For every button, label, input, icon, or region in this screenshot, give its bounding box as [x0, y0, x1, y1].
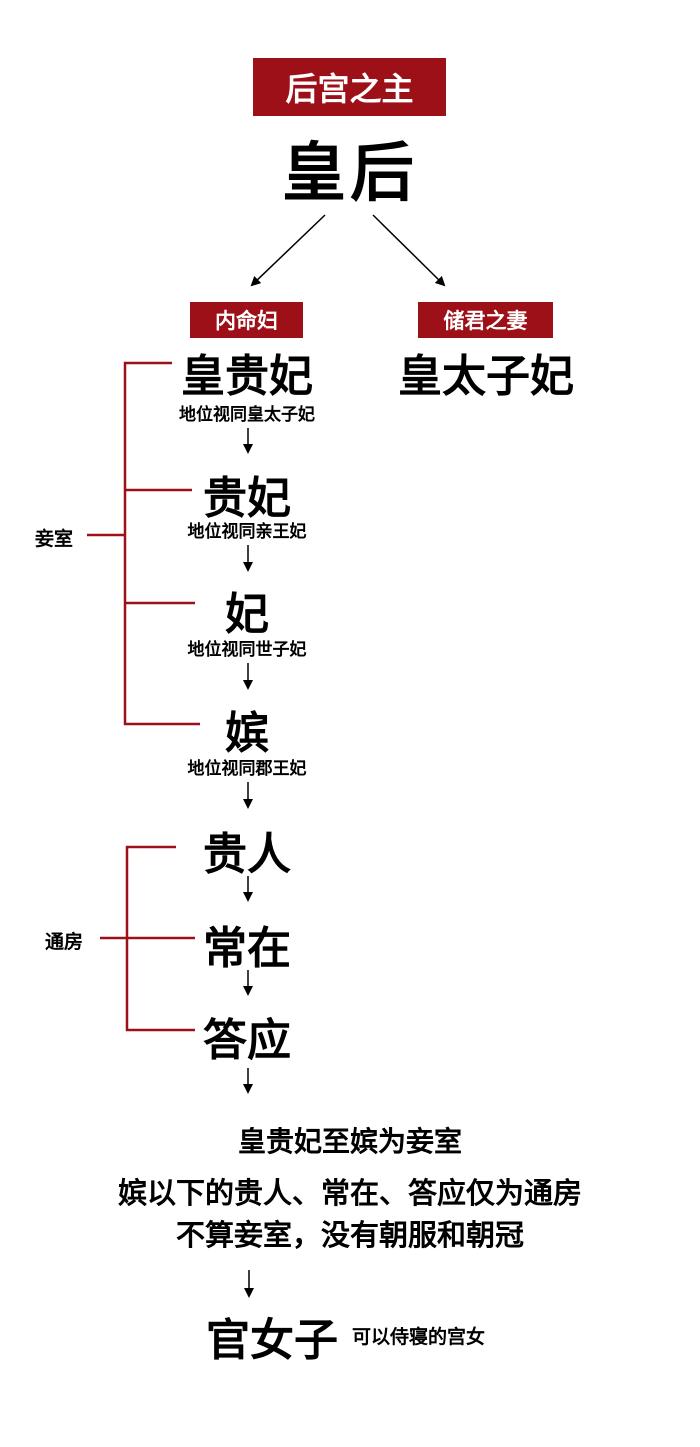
crown-princess-title: 皇太子妃 [398, 351, 574, 402]
rank-title: 贵妃 [203, 473, 291, 524]
harem-master-banner: 后宫之主 [253, 58, 446, 116]
empress-title: 皇后 [282, 137, 418, 211]
concubine-bracket [87, 361, 200, 726]
rank-title: 贵人 [203, 829, 291, 880]
rank-title: 嫔 [225, 708, 269, 759]
palace-maid-title: 官女子 [206, 1315, 338, 1366]
arrow-to-inner-consorts [250, 214, 326, 287]
rank-title: 答应 [203, 1015, 291, 1066]
tongfang-group-label: 通房 [45, 931, 84, 953]
summary-line: 不算妾室，没有朝服和朝冠 [175, 1218, 525, 1252]
tongfang-bracket [100, 845, 195, 1032]
rank-note: 地位视同世子妃 [187, 640, 307, 660]
rank-title: 妃 [225, 589, 269, 640]
down-arrows [243, 428, 254, 1298]
rank-note: 地位视同皇太子妃 [179, 405, 315, 425]
rank-note: 地位视同亲王妃 [187, 522, 307, 542]
crown-spouse-banner: 储君之妻 [418, 302, 553, 338]
rank-title: 常在 [203, 923, 291, 974]
summary-line: 嫔以下的贵人、常在、答应仅为通房 [117, 1176, 583, 1210]
arrow-to-crown-princess [372, 214, 446, 287]
rank-note: 地位视同郡王妃 [187, 759, 307, 779]
summary-line: 皇贵妃至嫔为妾室 [237, 1125, 463, 1158]
inner-consorts-banner: 内命妇 [190, 302, 303, 338]
rank-title: 皇贵妃 [181, 351, 313, 402]
concubine-group-label: 妾室 [35, 528, 74, 550]
palace-maid-note: 可以侍寝的宫女 [352, 1326, 486, 1348]
